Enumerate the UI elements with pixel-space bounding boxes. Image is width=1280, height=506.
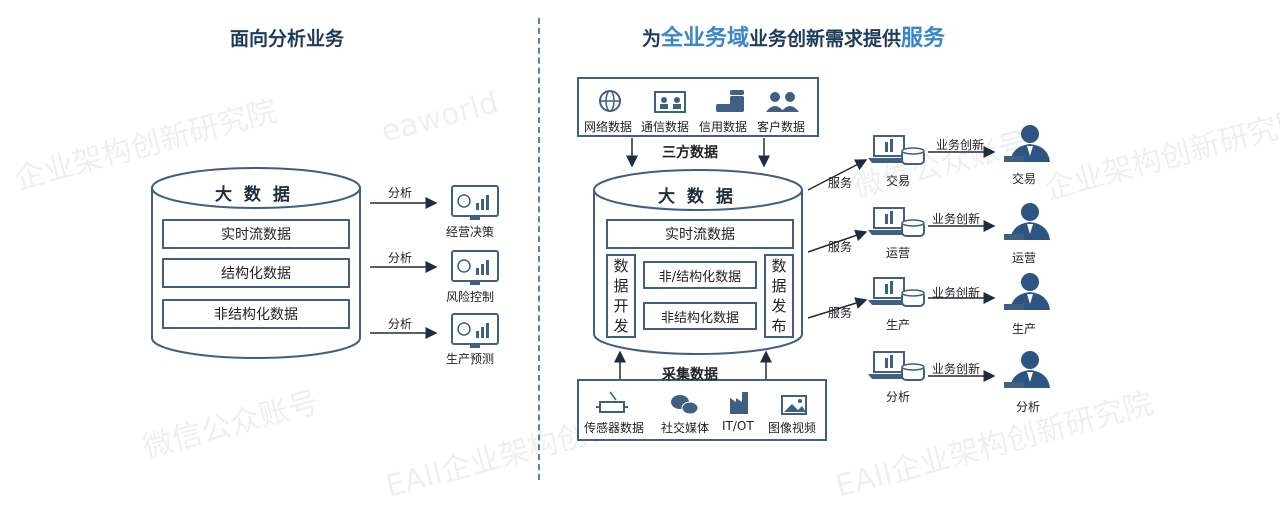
collect-item: 图像视频 <box>768 421 817 435</box>
third-party-item: 客户数据 <box>757 120 806 134</box>
user-label: 生产 <box>1012 322 1037 336</box>
monitor-chart-icon <box>451 185 499 220</box>
innovation-label: 业务创新 <box>932 212 981 226</box>
analysis-label: 分析 <box>388 317 413 331</box>
left-layer-realtime: 实时流数据 <box>162 219 350 249</box>
service-label: 服务 <box>828 176 853 190</box>
id-card-icon <box>654 91 686 113</box>
service-arrow <box>807 159 868 191</box>
left-cylinder-title: 大 数 据 <box>215 185 293 205</box>
globe-icon <box>599 90 621 112</box>
service-name: 分析 <box>886 390 911 404</box>
monitor-chart-icon <box>451 313 499 348</box>
innovation-label: 业务创新 <box>932 362 981 376</box>
analysis-label: 分析 <box>388 186 413 200</box>
output-forecast: 生产预测 <box>446 352 495 366</box>
right-title: 为全业务域业务创新需求提供服务 <box>642 20 945 52</box>
vertical-text: 数据发布 <box>771 257 787 335</box>
collect-item: IT/OT <box>722 419 754 433</box>
laptop-db-icon <box>868 277 925 307</box>
innovation-label: 业务创新 <box>936 138 985 152</box>
collect-box <box>577 379 827 441</box>
third-party-label: 三方数据 <box>662 145 718 161</box>
data-dev-box: 数据开发 <box>606 254 636 338</box>
service-label: 服务 <box>828 240 853 254</box>
business-user-icon <box>1004 125 1050 162</box>
collect-label: 采集数据 <box>662 367 718 383</box>
output-decision: 经营决策 <box>446 225 495 239</box>
service-arrow <box>807 229 868 253</box>
data-publish-box: 数据发布 <box>764 254 794 338</box>
business-user-icon <box>1004 273 1050 310</box>
right-unstructured: 非结构化数据 <box>643 302 757 330</box>
wechat-icon <box>671 395 699 415</box>
sensor-icon <box>596 391 628 413</box>
users-icon <box>766 92 799 112</box>
coins-icon <box>716 90 744 112</box>
left-layer-structured: 结构化数据 <box>162 258 350 288</box>
right-realtime: 实时流数据 <box>606 219 794 249</box>
monitor-chart-icon <box>451 250 499 285</box>
collect-item: 传感器数据 <box>584 421 645 435</box>
third-party-item: 通信数据 <box>641 120 690 134</box>
factory-icon <box>730 392 748 414</box>
service-name: 运营 <box>886 246 911 260</box>
user-label: 分析 <box>1016 400 1041 414</box>
left-title: 面向分析业务 <box>230 28 345 50</box>
laptop-db-icon <box>868 135 925 165</box>
right-title-highlight: 全业务域 <box>661 26 750 51</box>
right-semi-structured: 非/结构化数据 <box>643 261 757 289</box>
business-user-icon <box>1004 203 1050 240</box>
user-label: 运营 <box>1012 251 1037 265</box>
image-icon <box>781 395 807 415</box>
right-title-highlight: 服务 <box>901 26 946 51</box>
business-user-icon <box>1004 351 1050 388</box>
left-layer-unstructured: 非结构化数据 <box>162 299 350 329</box>
service-name: 交易 <box>886 174 911 188</box>
innovation-label: 业务创新 <box>932 286 981 300</box>
collect-item: 社交媒体 <box>661 421 710 435</box>
service-label: 服务 <box>828 306 853 320</box>
section-divider <box>538 18 540 480</box>
service-name: 生产 <box>886 318 911 332</box>
third-party-item: 网络数据 <box>584 120 633 134</box>
right-title-part: 为 <box>642 28 662 50</box>
laptop-db-icon <box>868 351 925 381</box>
laptop-db-icon <box>868 207 925 237</box>
output-risk: 风险控制 <box>446 290 495 304</box>
analysis-label: 分析 <box>388 251 413 265</box>
right-cylinder-title: 大 数 据 <box>658 187 736 207</box>
third-party-item: 信用数据 <box>699 120 748 134</box>
right-title-part: 业务创新需求提供 <box>749 28 902 50</box>
vertical-text: 数据开发 <box>613 257 629 335</box>
service-arrow <box>807 297 868 319</box>
user-label: 交易 <box>1012 172 1037 186</box>
